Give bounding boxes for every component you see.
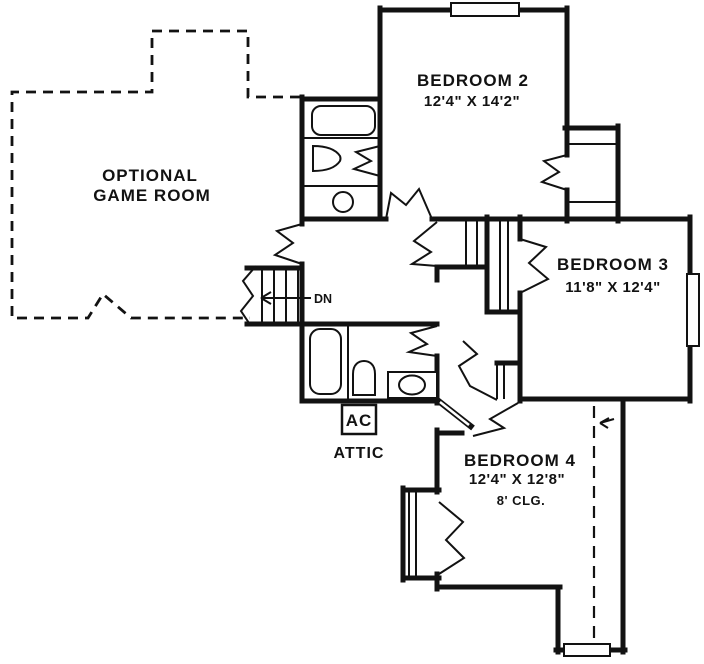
upper-bathroom <box>311 105 376 213</box>
game-room-label-line2: GAME ROOM <box>93 186 211 205</box>
bedroom4-window-icon <box>563 643 611 657</box>
angled-wall <box>434 396 475 431</box>
bedroom4-closet-door-icon <box>438 501 466 575</box>
sink-icon <box>398 374 426 396</box>
bedroom4-dimensions: 12'4" X 12'8" <box>469 471 565 488</box>
bedroom2-door-icon <box>385 187 433 220</box>
bedroom4-small-closet-door-icon <box>472 402 519 437</box>
upper-bathroom-door-icon <box>351 145 381 177</box>
stairs-down-arrow-icon <box>260 291 311 305</box>
toilet-icon <box>352 359 376 396</box>
sink-icon <box>332 191 354 213</box>
bedroom2-closet-door-icon <box>539 154 568 191</box>
bathtub-icon <box>309 328 342 395</box>
ac-unit-box <box>340 403 378 436</box>
ac-unit-label: AC <box>346 411 373 430</box>
toilet-icon <box>312 144 342 173</box>
attic-label: ATTIC <box>334 445 385 462</box>
ceiling-break-line <box>592 406 615 646</box>
game-room-door-icon <box>272 223 303 265</box>
bathtub-icon <box>311 105 376 136</box>
bedroom4-label: BEDROOM 4 <box>464 451 576 470</box>
bedroom3-door-icon <box>519 238 550 294</box>
stair-treads <box>261 270 299 322</box>
bedroom4-ceiling-note: 8' CLG. <box>497 493 546 508</box>
linen-closet-door-icon <box>408 221 438 267</box>
lower-bathroom <box>309 328 438 399</box>
staircase: DN <box>239 265 332 327</box>
lower-bathroom-door-icon <box>405 325 438 357</box>
bedroom2-label: BEDROOM 2 <box>417 71 529 90</box>
bedroom3-label: BEDROOM 3 <box>557 255 669 274</box>
partition-and-shelf-lines <box>304 137 616 576</box>
ceiling-arrow-icon <box>599 417 615 429</box>
game-room-dashed-outline <box>10 29 300 320</box>
bedroom2-window-icon <box>450 2 520 17</box>
doors <box>272 145 568 575</box>
bedroom4-door-icon <box>457 340 498 401</box>
stair-break-line <box>239 265 257 327</box>
bedroom2-dimensions: 12'4" X 14'2" <box>424 93 520 110</box>
stairs-down-label: DN <box>314 292 332 306</box>
bedroom3-window-icon <box>686 273 700 347</box>
game-room-label-line1: OPTIONAL <box>102 166 198 185</box>
bedroom3-dimensions: 11'8" X 12'4" <box>565 279 660 296</box>
